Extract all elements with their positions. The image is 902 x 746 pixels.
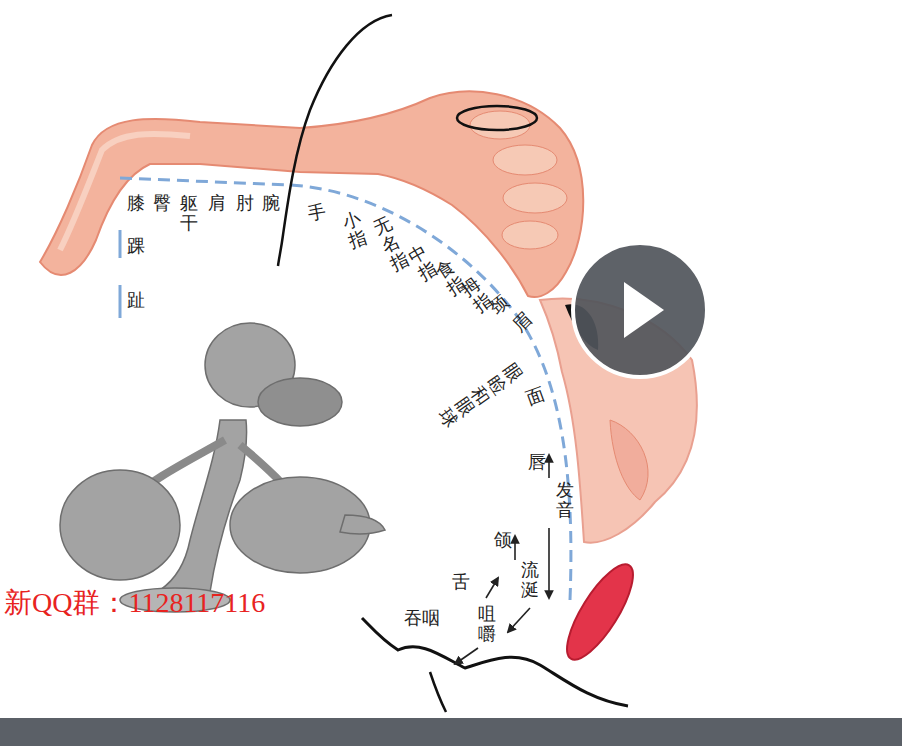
play-icon bbox=[624, 282, 664, 338]
body-part-label: 咀嚼 bbox=[478, 604, 496, 644]
bracket-bar bbox=[119, 285, 122, 318]
lips bbox=[556, 556, 645, 668]
body-part-label: 肘 bbox=[236, 193, 254, 213]
body-part-label: 眉 bbox=[509, 309, 536, 336]
finger bbox=[493, 145, 557, 175]
sequence-arrow bbox=[514, 536, 516, 560]
body-part-label: 面 bbox=[524, 384, 548, 409]
throat-outline bbox=[430, 672, 446, 712]
body-part-label: 小指 bbox=[340, 208, 369, 251]
body-part-label: 腕 bbox=[262, 193, 280, 213]
body-part-label: 舌 bbox=[452, 572, 470, 592]
grey-homunculus bbox=[60, 323, 385, 612]
finger bbox=[470, 111, 530, 139]
body-part-label: 趾 bbox=[127, 290, 145, 310]
body-part-label: 无名指 bbox=[370, 212, 411, 273]
body-part-label: 流涎 bbox=[521, 560, 539, 600]
cortex-arc bbox=[120, 178, 571, 600]
nose bbox=[610, 420, 648, 500]
sequence-arrow bbox=[455, 648, 478, 664]
bracket-bar bbox=[119, 230, 122, 258]
body-part-label: 躯干 bbox=[180, 193, 198, 233]
body-part-label: 踝 bbox=[127, 236, 145, 256]
play-button bbox=[573, 243, 707, 377]
body-part-label: 眼睑和眼球 bbox=[435, 360, 526, 432]
body-part-label: 肩 bbox=[208, 193, 226, 213]
player-bar bbox=[0, 718, 902, 746]
body-figure bbox=[40, 91, 583, 297]
finger bbox=[503, 183, 567, 213]
sequence-arrow bbox=[548, 528, 550, 598]
finger bbox=[502, 221, 558, 249]
body-part-label: 臀 bbox=[153, 193, 171, 213]
body-part-label: 颌 bbox=[494, 530, 512, 550]
sequence-arrow bbox=[508, 608, 530, 632]
body-part-label: 唇 bbox=[528, 452, 546, 472]
body-part-label: 手 bbox=[306, 201, 327, 224]
body-part-label: 吞咽 bbox=[404, 608, 440, 628]
watermark: 新QQ群：1128117116 bbox=[4, 588, 265, 619]
body-part-label: 膝 bbox=[127, 193, 145, 213]
body-part-label: 发音 bbox=[556, 480, 574, 520]
sequence-arrow bbox=[548, 455, 550, 478]
body-part-label: 颈 bbox=[486, 291, 513, 318]
leg-shade bbox=[60, 134, 190, 250]
body-part-label: 拇指 bbox=[458, 273, 496, 316]
sequence-arrow bbox=[486, 578, 498, 598]
body-part-label: 食指 bbox=[432, 256, 469, 299]
pen-circle bbox=[457, 106, 537, 130]
